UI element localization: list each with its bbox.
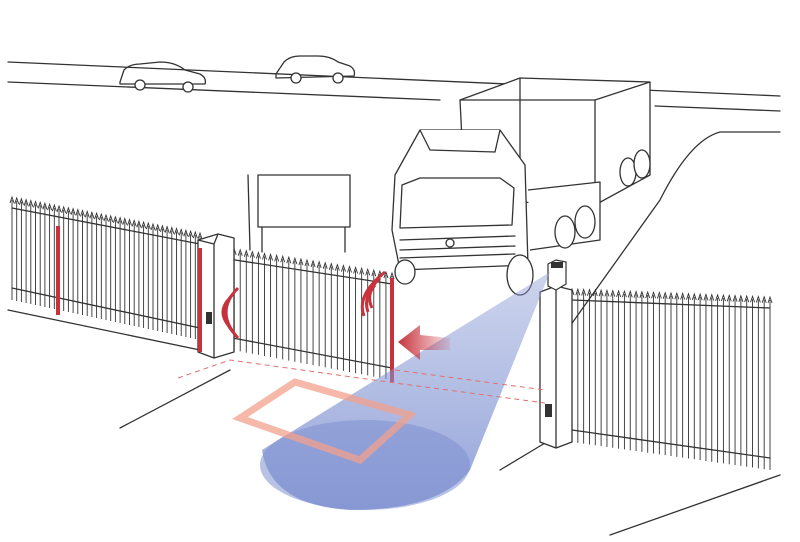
car-icon [275,55,356,84]
car-icon [119,61,207,93]
right-fence [569,287,773,470]
truck-icon [391,77,651,296]
sign-board [257,174,351,253]
gate-motor-post [197,233,235,359]
radio-signal-icon [360,270,386,317]
sliding-gate-icon [219,245,395,382]
arrow-icon [398,325,450,360]
left-fence [9,195,203,340]
sensor-pillar [539,285,573,449]
radio-signal-icon [221,286,240,340]
sensor-icon [547,259,567,291]
detection-loop [232,378,418,464]
road-lines [7,61,781,536]
safety-zone-lines [177,359,546,404]
